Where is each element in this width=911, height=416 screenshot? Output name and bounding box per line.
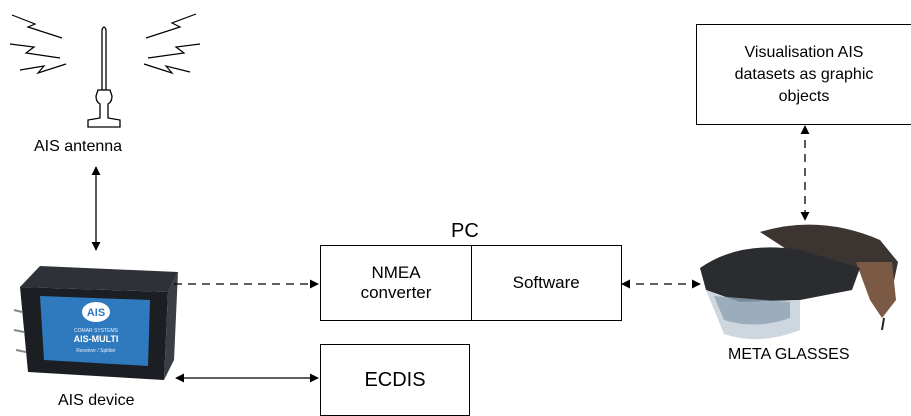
connectors (91, 125, 810, 383)
antenna-icon (87, 26, 121, 128)
device-model: AIS-MULTI (74, 334, 119, 344)
ais-device-image: AIS COMAR SYSTEMS AIS-MULTI Receiver / S… (13, 266, 178, 380)
nmea-converter-box: NMEA converter (320, 245, 472, 321)
visualisation-box: Visualisation AIS datasets as graphic ob… (696, 24, 911, 125)
nmea-converter-label: NMEA converter (360, 263, 432, 302)
pc-title: PC (451, 220, 479, 242)
glasses-label: META GLASSES (728, 346, 850, 363)
device-maker: COMAR SYSTEMS (74, 328, 119, 334)
ecdis-label: ECDIS (364, 368, 426, 391)
device-brand: AIS (87, 307, 105, 319)
software-box: Software (470, 245, 622, 321)
device-label: AIS device (58, 392, 135, 409)
antenna-label: AIS antenna (34, 138, 123, 155)
ecdis-box: ECDIS (320, 344, 470, 416)
device-subtitle: Receiver / Splitter (76, 348, 116, 354)
visualisation-label: Visualisation AIS datasets as graphic ob… (734, 43, 874, 105)
software-label: Software (512, 273, 580, 292)
radio-waves-icon (9, 13, 201, 75)
meta-glasses-image (700, 224, 898, 340)
